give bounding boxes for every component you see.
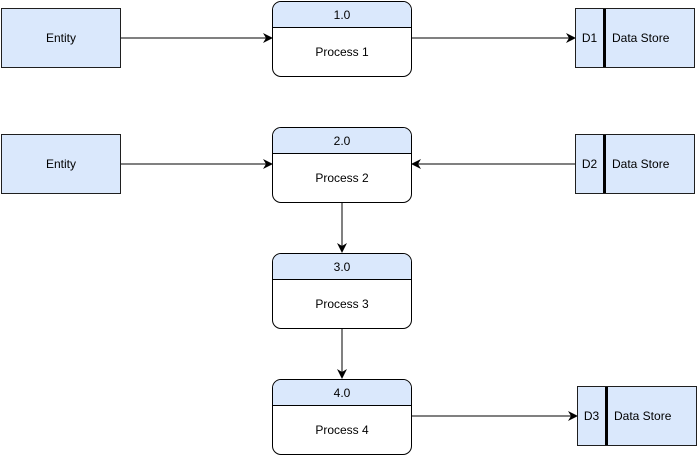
data-store-id-cell: D3 xyxy=(578,387,608,445)
data-store-name-cell: Data Store xyxy=(606,9,694,67)
data-store-d1[interactable]: D1 Data Store xyxy=(575,8,695,68)
data-store-d3[interactable]: D3 Data Store xyxy=(577,386,697,446)
data-store-label: Data Store xyxy=(612,157,670,171)
data-store-id-cell: D2 xyxy=(576,135,606,193)
process-body: Process 3 xyxy=(273,280,411,328)
entity-2[interactable]: Entity xyxy=(1,134,121,194)
process-number-header: 4.0 xyxy=(273,380,411,406)
process-body: Process 2 xyxy=(273,154,411,202)
data-store-name-cell: Data Store xyxy=(608,387,696,445)
process-label: Process 3 xyxy=(315,297,369,311)
data-store-id-cell: D1 xyxy=(576,9,606,67)
process-label: Process 4 xyxy=(315,423,369,437)
process-3[interactable]: 3.0 Process 3 xyxy=(272,253,412,329)
data-store-d2[interactable]: D2 Data Store xyxy=(575,134,695,194)
process-number-header: 2.0 xyxy=(273,128,411,154)
process-4[interactable]: 4.0 Process 4 xyxy=(272,379,412,455)
process-2[interactable]: 2.0 Process 2 xyxy=(272,127,412,203)
process-number: 1.0 xyxy=(333,7,351,22)
data-store-label: Data Store xyxy=(612,31,670,45)
process-number-header: 1.0 xyxy=(273,2,411,28)
process-1[interactable]: 1.0 Process 1 xyxy=(272,1,412,77)
entity-label: Entity xyxy=(45,157,76,171)
process-label: Process 1 xyxy=(315,45,369,59)
data-store-id: D2 xyxy=(581,157,598,171)
data-store-label: Data Store xyxy=(614,409,672,423)
process-body: Process 1 xyxy=(273,28,411,76)
entity-1[interactable]: Entity xyxy=(1,8,121,68)
entity-label: Entity xyxy=(45,31,76,45)
process-number: 2.0 xyxy=(333,133,351,148)
data-store-id: D3 xyxy=(583,409,600,423)
data-store-id: D1 xyxy=(581,31,598,45)
process-number: 4.0 xyxy=(333,385,351,400)
process-number-header: 3.0 xyxy=(273,254,411,280)
process-body: Process 4 xyxy=(273,406,411,454)
data-store-name-cell: Data Store xyxy=(606,135,694,193)
process-number: 3.0 xyxy=(333,259,351,274)
process-label: Process 2 xyxy=(315,171,369,185)
